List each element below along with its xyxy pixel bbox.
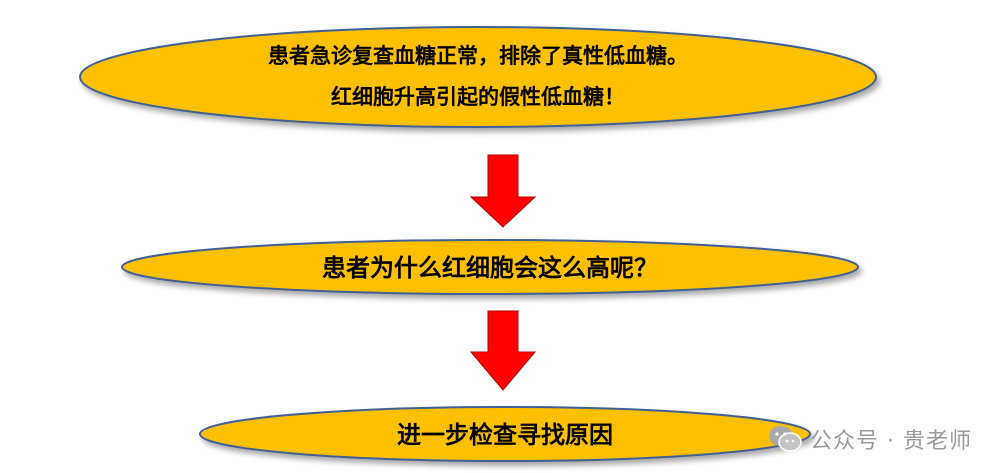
watermark: 公众号 · 贵老师 bbox=[768, 423, 972, 455]
watermark-text: 公众号 · 贵老师 bbox=[810, 429, 972, 454]
node-3-ellipse bbox=[199, 406, 811, 462]
down-arrow-1 bbox=[469, 154, 537, 228]
node-3: 进一步检查寻找原因 bbox=[199, 406, 811, 462]
node-1: 患者急诊复查血糖正常，排除了真性低血糖。 红细胞升高引起的假性低血糖！ bbox=[79, 26, 877, 128]
node-2: 患者为什么红细胞会这么高呢？ bbox=[121, 239, 859, 295]
node-1-line-1: 患者急诊复查血糖正常，排除了真性低血糖。 bbox=[268, 43, 688, 68]
node-2-ellipse bbox=[121, 239, 859, 295]
node-1-line-2: 红细胞升高引起的假性低血糖！ bbox=[331, 84, 625, 109]
wechat-icon bbox=[769, 426, 802, 452]
node-2-line-1: 患者为什么红细胞会这么高呢？ bbox=[322, 253, 658, 282]
node-3-line-1: 进一步检查寻找原因 bbox=[397, 420, 613, 449]
down-arrow-2 bbox=[469, 310, 537, 391]
node-1-ellipse bbox=[79, 26, 877, 128]
